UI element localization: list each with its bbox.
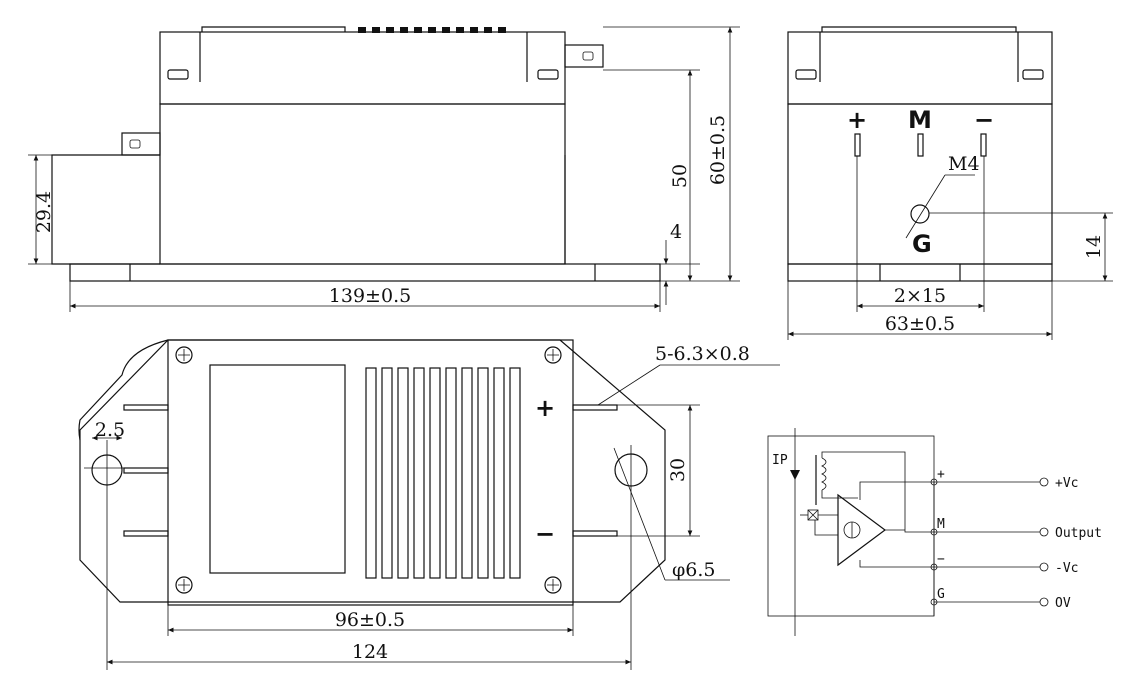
side-height-c-label: 60±0.5 xyxy=(707,115,729,185)
side-terminal-right xyxy=(564,44,604,68)
corner-screws xyxy=(175,346,562,594)
top-minus-label: − xyxy=(535,520,555,548)
schematic-m-label: M xyxy=(937,517,945,532)
side-flange-left xyxy=(51,154,160,265)
side-body xyxy=(159,103,566,265)
end-view: + M − M4 G 14 2×15 63±0.5 xyxy=(787,26,1113,340)
top-pin-left-2 xyxy=(123,467,169,474)
schematic-input-label: IP xyxy=(772,453,788,468)
output-vc-neg-label: -Vc xyxy=(1055,561,1078,576)
end-pin-minus xyxy=(980,133,987,157)
top-hole-label: φ6.5 xyxy=(672,559,716,581)
side-width-label: 139±0.5 xyxy=(329,285,411,307)
top-body xyxy=(167,339,574,606)
top-vent-slots xyxy=(365,367,521,579)
end-ground-screw xyxy=(910,204,930,224)
end-minus-label: − xyxy=(974,106,994,134)
side-vent-slots xyxy=(358,27,506,33)
end-pin-m xyxy=(917,133,924,157)
top-outline xyxy=(79,339,666,603)
side-view: 29.4 139±0.5 50 60±0.5 4 xyxy=(28,26,740,312)
end-m-label: M xyxy=(908,106,932,134)
top-window xyxy=(209,364,346,574)
output-signal-label: Output xyxy=(1055,526,1102,541)
top-pin-left-1 xyxy=(123,404,169,411)
schematic-g-label: G xyxy=(937,587,945,602)
end-ground-label: G xyxy=(912,230,932,258)
end-pin-plus xyxy=(854,133,861,157)
schematic-minus-label: − xyxy=(937,552,945,567)
end-plus-label: + xyxy=(847,106,867,134)
end-base xyxy=(787,263,1053,282)
end-screw-label: M4 xyxy=(948,153,980,175)
top-pin-minus xyxy=(572,530,618,537)
side-height-d-label: 4 xyxy=(670,221,682,243)
end-top-housing xyxy=(787,31,1053,105)
top-pins-label: 5-6.3×0.8 xyxy=(655,343,750,365)
top-body-width-label: 96±0.5 xyxy=(335,609,405,631)
side-height-b-label: 50 xyxy=(669,164,691,188)
side-terminal-left xyxy=(121,132,161,156)
top-pin-span-label: 30 xyxy=(667,458,689,482)
end-offset-label: 14 xyxy=(1083,235,1105,259)
end-width-label: 63±0.5 xyxy=(885,313,955,335)
schematic-plus-label: + xyxy=(937,467,945,482)
top-pin-plus xyxy=(572,404,618,411)
schematic: IP + M − G +Vc Output -Vc OV xyxy=(767,428,1102,636)
output-vc-pos-label: +Vc xyxy=(1055,476,1078,491)
amplifier xyxy=(837,493,887,567)
top-plus-label: + xyxy=(535,394,555,422)
top-total-width-label: 124 xyxy=(352,641,388,663)
side-height-a-label: 29.4 xyxy=(33,191,55,233)
top-slot-label: 2.5 xyxy=(95,419,125,441)
top-view: + − 2.5 30 5-6.3×0.8 φ6.5 96±0.5 124 xyxy=(78,339,780,670)
side-base xyxy=(69,263,661,282)
output-ov-label: OV xyxy=(1055,596,1071,611)
schematic-frame xyxy=(767,435,935,617)
top-pin-left-3 xyxy=(123,530,169,537)
side-top-housing xyxy=(159,31,566,105)
end-pitch-label: 2×15 xyxy=(894,285,946,307)
